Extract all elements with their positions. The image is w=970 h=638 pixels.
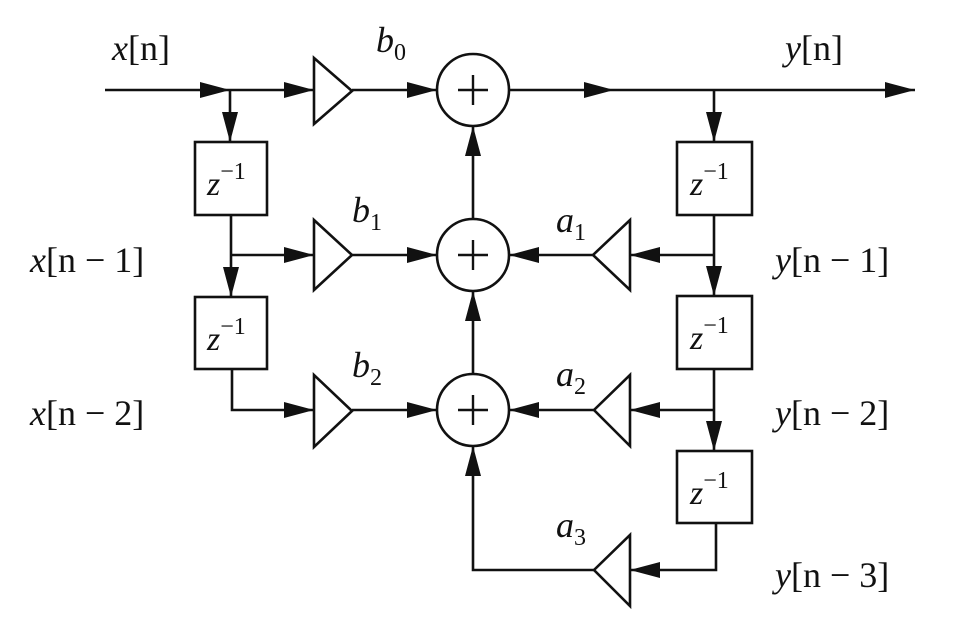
x2-to-b2-wire	[230, 369, 314, 418]
gain-a2-triangle	[592, 371, 632, 450]
gain-label-a3: a3	[556, 505, 586, 551]
tap-label-x-n-2: x[n − 2]	[29, 393, 144, 433]
gain-label-a1: a1	[556, 200, 586, 246]
gain-label-b1: b1	[352, 190, 382, 236]
summer-3	[435, 372, 511, 448]
gain-b1-triangle	[312, 217, 354, 293]
delay-label-y3: z−1	[689, 468, 729, 512]
delay-block-y3	[675, 449, 754, 525]
gain-b2-triangle	[312, 371, 354, 451]
delay-block-y1	[675, 140, 754, 217]
delay-label-x1: z−1	[206, 159, 246, 203]
gain-a1-triangle	[591, 216, 632, 294]
tap-label-y-n-2: y[n − 2]	[772, 393, 889, 433]
delay-label-y1: z−1	[689, 159, 729, 203]
summer-2	[435, 217, 511, 293]
input-label: x[n]	[111, 28, 170, 68]
y3-to-a3-wire	[630, 523, 718, 578]
tap-label-y-n-1: y[n − 1]	[772, 240, 889, 280]
delay-label-y2: z−1	[689, 313, 729, 357]
gain-label-b0: b0	[376, 20, 406, 66]
a3-to-summer-wire	[465, 446, 594, 572]
tap-label-x-n-1: x[n − 1]	[29, 240, 144, 280]
output-label: y[n]	[782, 28, 843, 68]
delay-block-y2	[675, 294, 754, 371]
gain-a3-triangle	[592, 531, 632, 610]
delay-label-x2: z−1	[206, 314, 246, 358]
tap-label-y-n-3: y[n − 3]	[772, 555, 889, 595]
gain-label-b2: b2	[352, 345, 382, 391]
summer-1	[435, 52, 511, 128]
gain-b0-triangle	[312, 55, 354, 127]
delay-block-x1	[193, 140, 269, 217]
gain-label-a2: a2	[556, 354, 586, 400]
